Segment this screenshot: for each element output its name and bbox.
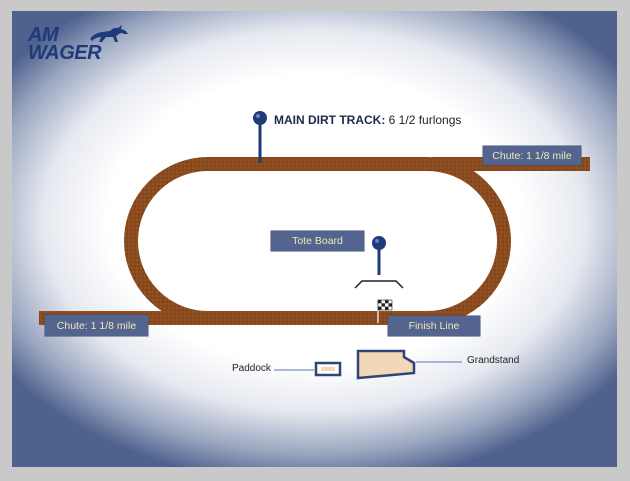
am-wager-logo: AM WAGER <box>28 25 138 71</box>
main-track-distance: 6 1/2 furlongs <box>388 113 462 127</box>
map-frame: AM WAGER MAIN DIRT TRACK: 6 1/2 furlongs… <box>12 11 617 467</box>
main-dirt-track-label: MAIN DIRT TRACK: 6 1/2 furlongs <box>274 113 461 127</box>
chute-right-label: Chute: 1 1/8 mile <box>483 146 581 165</box>
checkered-flag-icon <box>377 299 393 323</box>
paddock-building <box>274 361 342 377</box>
logo-line-1: AM <box>28 24 59 46</box>
main-dirt-track <box>124 157 511 325</box>
racehorse-icon <box>90 25 128 42</box>
finish-line-label: Finish Line <box>388 316 480 336</box>
paddock-label: Paddock <box>232 363 271 374</box>
grandstand-building <box>356 349 462 380</box>
logo-line-2: WAGER <box>28 42 102 64</box>
chute-left-label: Chute: 1 1/8 mile <box>45 315 148 336</box>
tote-board-label: Tote Board <box>271 231 364 251</box>
tote-board-pin-icon <box>354 236 404 289</box>
main-track-name: MAIN DIRT TRACK: <box>274 113 386 127</box>
grandstand-label: Grandstand <box>467 355 520 366</box>
map-pin-icon <box>253 111 267 163</box>
